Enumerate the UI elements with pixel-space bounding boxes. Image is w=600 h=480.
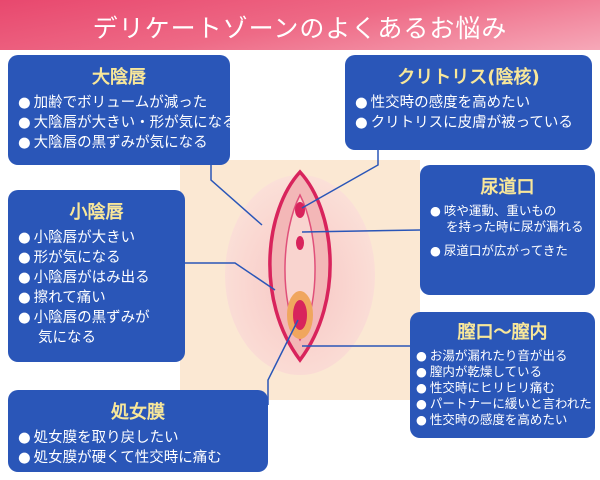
vagina-box: 膣口～膣内 お湯が漏れたり音が出る膣内が乾燥している性交時にヒリヒリ痛むパートナ… (410, 312, 595, 438)
list-item: 処女膜が硬くて性交時に痛む (18, 448, 258, 468)
box-title: 処女膜 (111, 402, 165, 423)
labia-minora-box: 小陰唇 小陰唇が大きい形が気になる小陰唇がはみ出る擦れて痛い小陰唇の黒ずみが気に… (8, 190, 185, 362)
box-title: クリトリス(陰核) (397, 67, 540, 88)
list-item: 擦れて痛い (18, 288, 175, 308)
box-title: 小陰唇 (69, 202, 124, 223)
urethra-mark (296, 236, 304, 250)
labia-majora-box: 大陰唇 加齢でボリュームが減った大陰唇が大きい・形が気になる大陰唇の黒ずみが気に… (8, 55, 237, 165)
list-item: 咳や運動、重いもの (430, 203, 585, 219)
list-item: 大陰唇が大きい・形が気になる (18, 113, 237, 133)
list-item: 形が気になる (18, 248, 175, 268)
urethra-box: 尿道口 咳や運動、重いものを持った時に尿が漏れる尿道口が広がってきた (420, 165, 595, 295)
header-banner: デリケートゾーンのよくあるお悩み (0, 0, 600, 50)
list-item: 性交時の感度を高めたい (355, 93, 582, 113)
list-item: 小陰唇の黒ずみが (18, 308, 175, 328)
hymen-box: 処女膜 処女膜を取り戻したい処女膜が硬くて性交時に痛む (8, 390, 268, 472)
clitoris-box: クリトリス(陰核) 性交時の感度を高めたいクリトリスに皮膚が被っている (345, 55, 592, 150)
list-item: お湯が漏れたり音が出る (416, 348, 589, 364)
clitoris-mark (295, 202, 305, 218)
list-item: クリトリスに皮膚が被っている (355, 113, 582, 133)
list-item: 性交時にヒリヒリ痛む (416, 380, 589, 396)
list-item: 大陰唇の黒ずみが気になる (18, 133, 220, 153)
list-item-continued: を持った時に尿が漏れる (446, 219, 584, 234)
box-title: 尿道口 (480, 177, 535, 198)
box-title: 膣口～膣内 (457, 322, 548, 343)
list-item: 処女膜を取り戻したい (18, 428, 258, 448)
list-item: パートナーに緩いと言われた (416, 396, 592, 412)
box-title: 大陰唇 (92, 67, 146, 88)
list-item: 膣内が乾燥している (416, 364, 589, 380)
list-item: 小陰唇がはみ出る (18, 268, 175, 288)
list-item: 尿道口が広がってきた (430, 243, 585, 259)
list-item: 性交時の感度を高めたい (416, 412, 589, 428)
list-item: 加齢でボリュームが減った (18, 93, 220, 113)
connector-lines (185, 150, 421, 405)
page-title: デリケートゾーンのよくあるお悩み (92, 14, 508, 43)
list-item-continued: 気になる (38, 330, 96, 346)
list-item: 小陰唇が大きい (18, 228, 175, 248)
